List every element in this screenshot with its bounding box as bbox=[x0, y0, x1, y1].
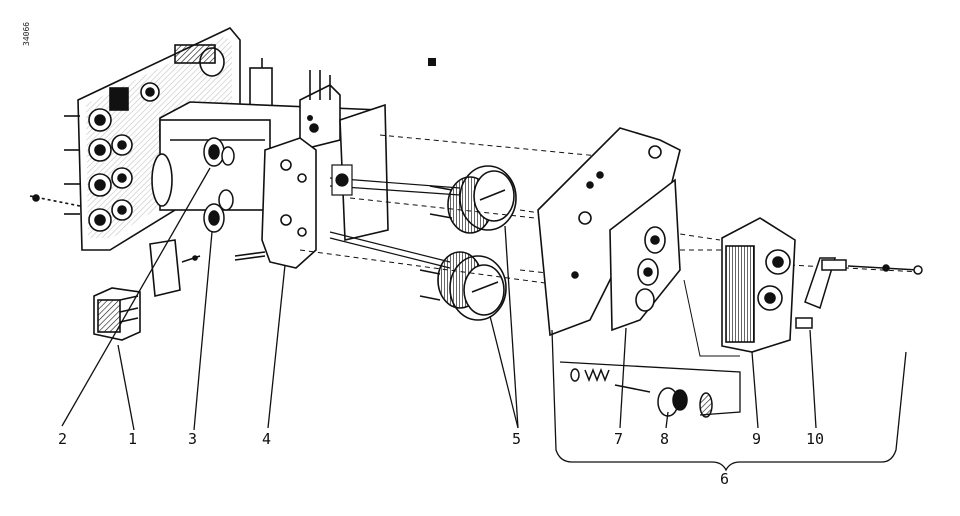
leader-lines bbox=[61, 167, 907, 472]
callout-1: 1 bbox=[128, 430, 138, 448]
callout-7: 7 bbox=[614, 430, 624, 448]
callout-4: 4 bbox=[262, 430, 272, 448]
callout-3: 3 bbox=[188, 430, 198, 448]
shaft-assembly-3 bbox=[203, 189, 234, 233]
callout-2: 2 bbox=[58, 430, 68, 448]
callout-6: 6 bbox=[720, 470, 730, 488]
switch-module-9 bbox=[721, 217, 796, 353]
callout-8: 8 bbox=[660, 430, 670, 448]
drawing-code: 34066 bbox=[22, 21, 31, 46]
module-outline bbox=[683, 279, 740, 357]
knob-lower-5 bbox=[419, 251, 507, 321]
spring-shaft-8 bbox=[570, 367, 713, 418]
callout-9: 9 bbox=[752, 430, 762, 448]
bracket-plate-4 bbox=[234, 137, 317, 269]
circuit-board bbox=[29, 27, 273, 251]
switch-block-1 bbox=[93, 239, 201, 341]
shaft-assembly-2 bbox=[203, 137, 235, 167]
front-panel-7 bbox=[609, 178, 681, 332]
small-screws bbox=[307, 58, 436, 121]
callout-5: 5 bbox=[512, 430, 522, 448]
callout-10: 10 bbox=[806, 430, 825, 448]
knob-upper-5 bbox=[429, 165, 517, 234]
lever-10 bbox=[795, 257, 923, 329]
mounting-plate bbox=[537, 127, 681, 337]
shafts bbox=[329, 164, 461, 269]
